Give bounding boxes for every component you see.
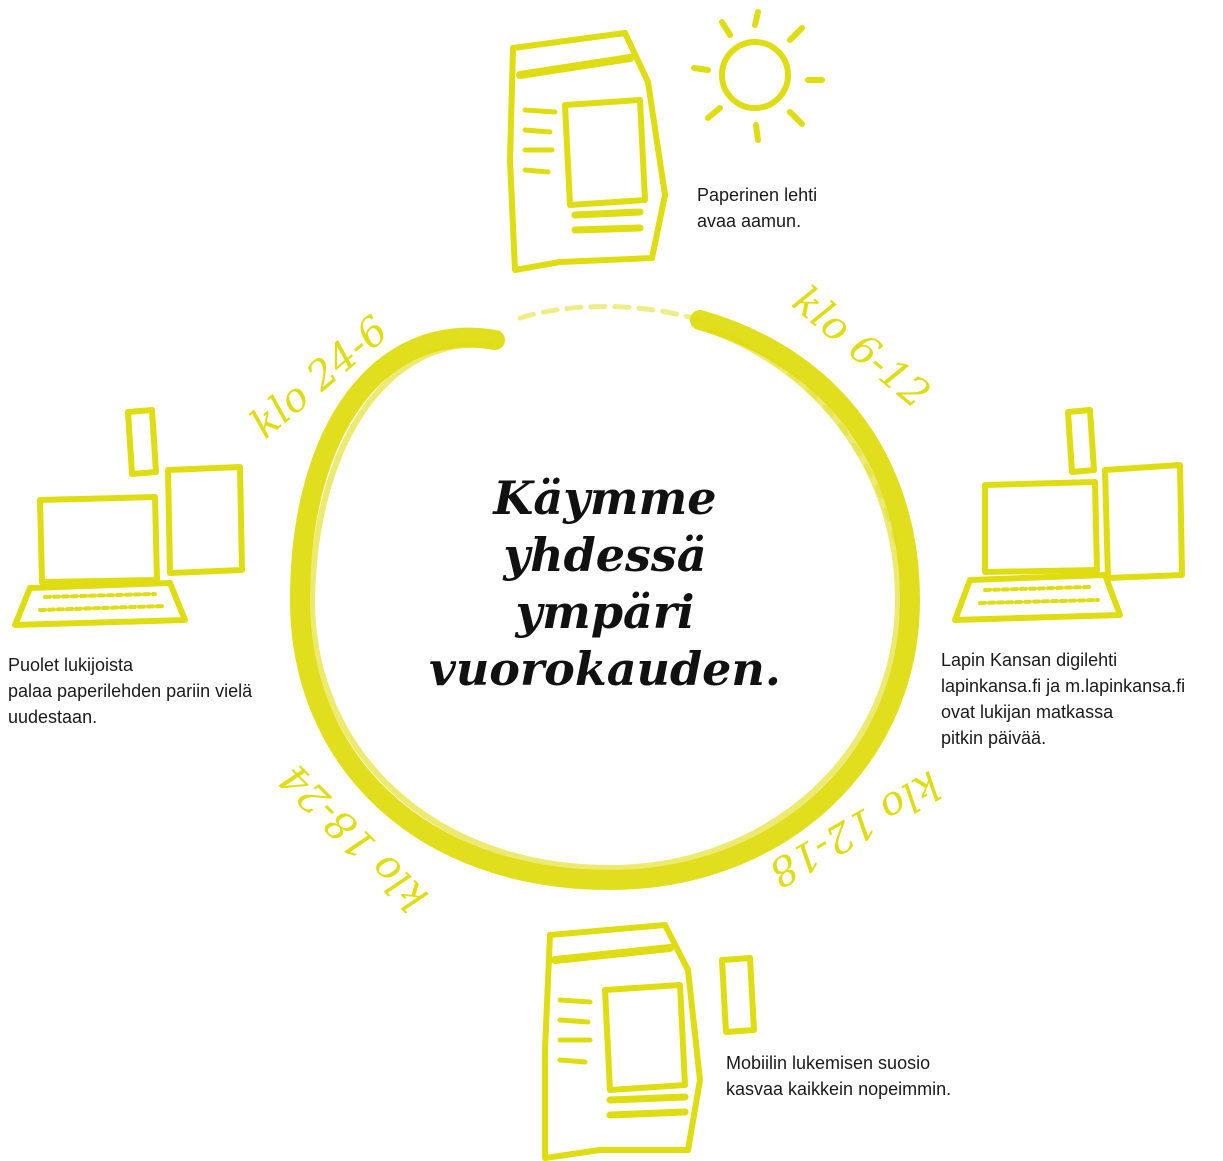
- phone-icon: [1065, 407, 1097, 475]
- caption-line: Lapin Kansan digilehti: [941, 650, 1118, 670]
- caption-line: avaa aamun.: [697, 211, 802, 231]
- sun-icon: [691, 9, 825, 143]
- time-label-afternoon: klo 12-18: [761, 761, 948, 895]
- page-title: Käymme yhdessä ympäri vuorokauden.: [395, 470, 815, 698]
- caption-line: Paperinen lehti: [697, 185, 818, 205]
- tablet-icon: [1102, 462, 1185, 581]
- title-line: Käymme: [493, 471, 717, 525]
- time-label-morning: klo 6-12: [784, 277, 939, 417]
- tablet-icon: [165, 464, 245, 576]
- laptop-icon: [952, 479, 1123, 623]
- caption-line: pitkin päivää.: [941, 728, 1047, 748]
- phone-icon: [719, 955, 757, 1035]
- day-cycle-ring: [290, 304, 920, 890]
- title-line: vuorokauden.: [429, 642, 781, 696]
- caption-line: Mobiilin lukemisen suosio: [726, 1053, 931, 1073]
- caption-morning: Paperinen lehti avaa aamun.: [697, 182, 817, 234]
- phone-icon: [125, 407, 159, 477]
- caption-line: Puolet lukijoista: [8, 655, 134, 675]
- caption-mobile: Mobiilin lukemisen suosio kasvaa kaikkei…: [726, 1050, 951, 1102]
- title-line: ympäri: [515, 585, 695, 639]
- time-label-night: klo 24-6: [242, 307, 397, 447]
- newspaper-icon: [507, 30, 668, 273]
- caption-line: palaa paperilehden pariin vielä: [8, 681, 253, 701]
- caption-evening: Puolet lukijoista palaa paperilehden par…: [8, 652, 252, 730]
- caption-line: uudestaan.: [8, 707, 98, 727]
- caption-line: kasvaa kaikkein nopeimmin.: [726, 1079, 952, 1099]
- caption-daytime: Lapin Kansan digilehti lapinkansa.fi ja …: [941, 647, 1185, 751]
- title-line: yhdessä: [503, 528, 707, 582]
- caption-line: lapinkansa.fi ja m.lapinkansa.fi: [941, 676, 1186, 696]
- newspaper-icon: [542, 922, 703, 1161]
- caption-line: ovat lukijan matkassa: [941, 702, 1114, 722]
- time-label-evening: klo 18-24: [271, 754, 437, 920]
- laptop-icon: [12, 494, 188, 628]
